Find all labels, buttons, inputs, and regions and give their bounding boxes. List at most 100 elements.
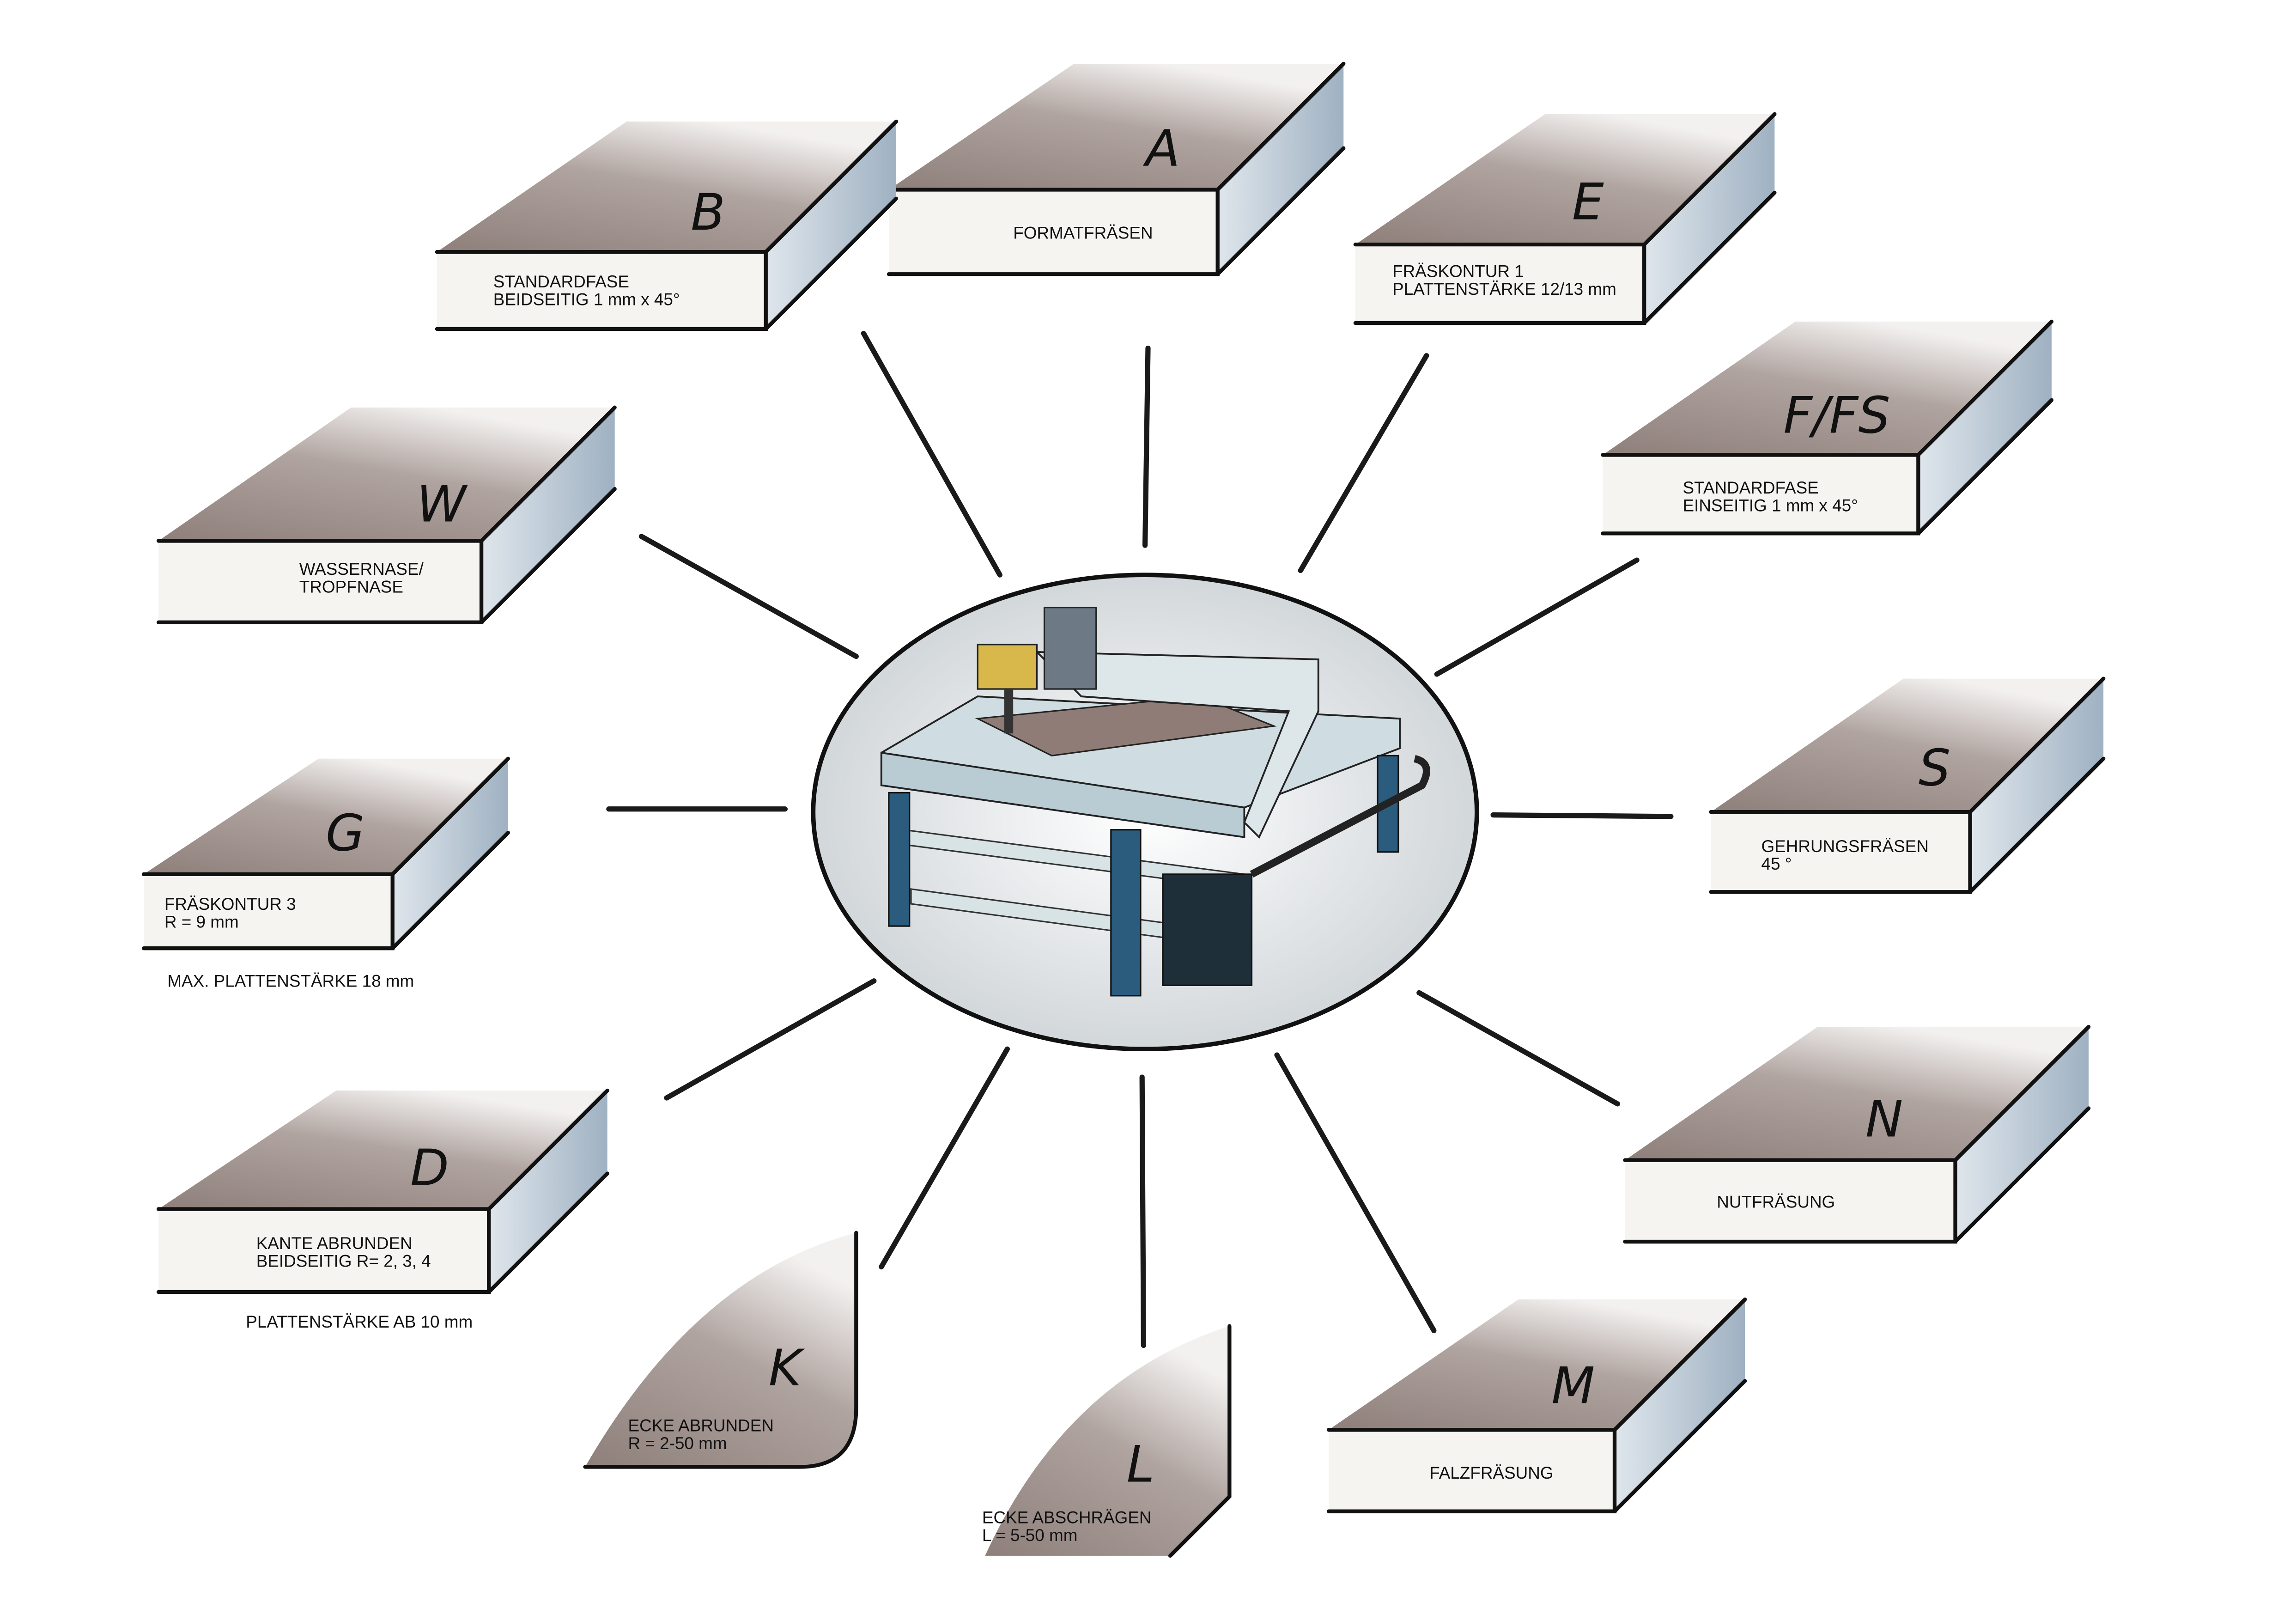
panel-top-face	[144, 758, 508, 874]
machine-leg	[1110, 829, 1142, 997]
panel-edge	[583, 1231, 858, 1469]
spoke-w	[638, 534, 859, 659]
profile-letter: D	[410, 1139, 449, 1197]
cnc-table	[880, 607, 1430, 997]
card-label-line: R = 9 mm	[164, 912, 239, 931]
panel-edge	[1709, 676, 2106, 894]
spindle-motor	[1043, 607, 1097, 690]
spoke-a	[1142, 345, 1151, 548]
machine-leg	[888, 792, 911, 927]
panel-top-face	[1625, 1027, 2089, 1160]
panel-edge	[141, 756, 510, 951]
spoke-k	[879, 1046, 1010, 1270]
card-label-line: TROPFNASE	[299, 578, 403, 597]
panel-side-face	[1918, 321, 2052, 534]
card-label-line: FRÄSKONTUR 1	[1392, 262, 1524, 281]
profile-letter: M	[1551, 1357, 1595, 1415]
card-label-line: FORMATFRÄSEN	[1013, 223, 1153, 242]
panel-side-face	[489, 1091, 607, 1292]
card-label-line: ECKE ABSCHRÄGEN	[982, 1508, 1152, 1527]
panel-front-face	[158, 541, 482, 622]
profile-letter: A	[1143, 119, 1180, 178]
spoke-d	[664, 978, 877, 1101]
profile-letter: W	[417, 475, 468, 534]
panel-top-face	[888, 63, 1344, 190]
panel-front-face	[888, 189, 1218, 274]
panel-top-face	[1603, 321, 2052, 455]
cnc-machine-illustration	[811, 573, 1479, 1052]
panel-top-face	[985, 1326, 1230, 1556]
card-label-line: WASSERNASE/	[299, 560, 424, 579]
panel-side-face	[1615, 1299, 1745, 1511]
panel-top-face	[1355, 114, 1775, 245]
card-label-line: ECKE ABRUNDEN	[628, 1416, 774, 1435]
card-label-line: R = 2-50 mm	[628, 1434, 727, 1453]
card-note: MAX. PLATTENSTÄRKE 18 mm	[167, 972, 414, 991]
panel-edge	[156, 1088, 609, 1294]
spoke-e	[1298, 353, 1429, 573]
spoke-s	[1490, 812, 1674, 819]
cable-chain	[1250, 755, 1430, 878]
panel-front-face	[1625, 1160, 1956, 1242]
card-label-line: KANTE ABRUNDEN	[256, 1234, 413, 1253]
panel-top-face	[585, 1232, 856, 1467]
spoke-n	[1416, 990, 1621, 1107]
profile-letter: N	[1865, 1090, 1903, 1148]
profile-card-n: N NUTFRÄSUNG	[1623, 1024, 2091, 1244]
gantry	[1034, 651, 1319, 839]
spoke-b	[861, 330, 1002, 578]
panel-top-face	[1711, 678, 2104, 812]
profile-letter: F/FS	[1783, 386, 1890, 445]
spoke-m	[1274, 1052, 1437, 1334]
card-label-line: GEHRUNGSFRÄSEN	[1761, 837, 1928, 856]
panel-side-face	[481, 407, 615, 622]
panel-edge	[887, 61, 1346, 276]
panel-edge	[1623, 1024, 2091, 1244]
panel-edge	[1353, 112, 1777, 325]
spoke-ffs	[1434, 557, 1640, 677]
panel-front-face	[1355, 244, 1645, 323]
card-label-line: 45 °	[1761, 854, 1792, 873]
panel-top-face	[437, 122, 896, 252]
panel-edge	[156, 405, 617, 624]
card-label-line: FALZFRÄSUNG	[1429, 1463, 1553, 1482]
panel-side-face	[1217, 63, 1344, 274]
card-label-line: FRÄSKONTUR 3	[164, 895, 296, 914]
spokes	[606, 330, 1674, 1348]
panel-edge	[1168, 1324, 1232, 1558]
card-label-line: L = 5-50 mm	[982, 1526, 1078, 1545]
panel-edge	[1601, 319, 2054, 536]
panel-side-face	[1970, 678, 2104, 892]
card-note: PLATTENSTÄRKE AB 10 mm	[246, 1312, 473, 1331]
panel-side-face	[392, 758, 508, 949]
card-label-line: NUTFRÄSUNG	[1717, 1192, 1835, 1211]
profile-letter: B	[691, 183, 725, 242]
panel-side-face	[765, 122, 896, 329]
panel-front-face	[144, 874, 393, 949]
panel-front-face	[1603, 455, 1919, 534]
panel-edge	[435, 119, 899, 331]
cutter	[1004, 689, 1014, 734]
panel-side-face	[1955, 1027, 2089, 1242]
card-label-line: BEIDSEITIG R= 2, 3, 4	[256, 1252, 431, 1271]
profile-letter: K	[769, 1339, 805, 1397]
profile-letter: E	[1572, 173, 1604, 232]
profile-card-w: W WASSERNASE/TROPFNASE	[156, 405, 617, 624]
panel-edge	[1327, 1297, 1747, 1513]
card-label-line: STANDARDFASE	[1683, 478, 1819, 497]
panel-top-face	[1329, 1299, 1745, 1430]
spindle-head	[977, 644, 1038, 690]
panel-side-face	[1644, 114, 1775, 323]
panel-front-face	[1329, 1430, 1615, 1511]
card-label-line: EINSEITIG 1 mm x 45°	[1683, 496, 1858, 515]
machine-cabinet	[1162, 873, 1253, 986]
panel-front-face	[1711, 812, 1970, 892]
